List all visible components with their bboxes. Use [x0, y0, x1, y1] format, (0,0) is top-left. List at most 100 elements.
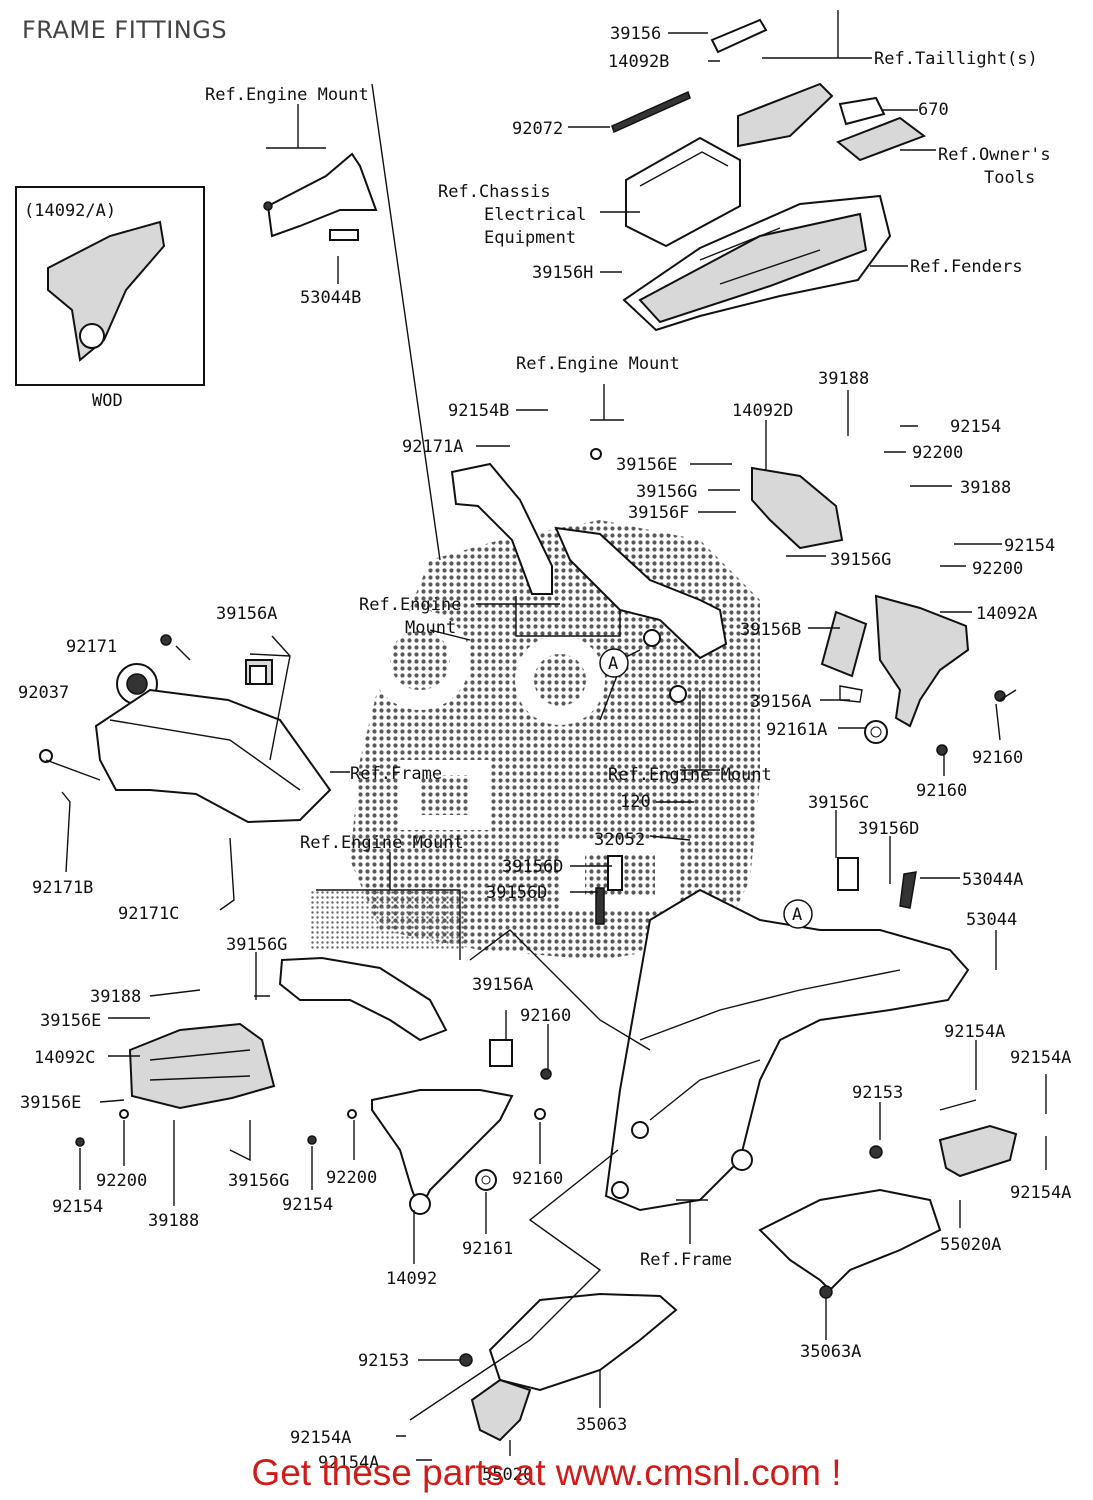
ref-engine-mount-center: Ref.Engine Mount: [516, 354, 680, 374]
part-label: 39156F: [628, 503, 689, 523]
part-label: 39156A: [750, 692, 811, 712]
fasteners: [39, 448, 1006, 1367]
part-label: 32052: [594, 830, 645, 850]
part-label: 14092B: [608, 52, 669, 72]
part-label: 92154: [950, 417, 1001, 437]
part-label: 92200: [972, 559, 1023, 579]
part-label: 92037: [18, 683, 69, 703]
part-label: 53044: [966, 910, 1017, 930]
ref-chassis-electrical-1: Ref.Chassis: [438, 182, 551, 202]
callout-a-label: A: [792, 905, 802, 925]
part-label: 92154B: [448, 401, 509, 421]
part-label: 92154A: [1010, 1183, 1071, 1203]
page-title: FRAME FITTINGS: [22, 16, 228, 44]
ref-chassis-electrical-2: Electrical: [484, 205, 586, 225]
part-label: 39156H: [532, 263, 593, 283]
ref-fenders: Ref.Fenders: [910, 257, 1023, 277]
part-label: 92160: [520, 1006, 571, 1026]
part-label: 92072: [512, 119, 563, 139]
part-label: 39156B: [740, 620, 801, 640]
watermark-logo: [310, 520, 760, 960]
part-label: 92160: [972, 748, 1023, 768]
part-label: 92160: [916, 781, 967, 801]
inset-caption: WOD: [92, 391, 123, 411]
part-label: 92171: [66, 637, 117, 657]
ref-frame-lower: Ref.Frame: [640, 1250, 732, 1270]
part-label: 92154A: [944, 1022, 1005, 1042]
part-label: 92154A: [290, 1428, 351, 1448]
engine-mount-plates-center: [450, 462, 970, 728]
part-label: 39156D: [502, 857, 563, 877]
part-label: 53044A: [962, 870, 1023, 890]
part-label: 39156G: [226, 935, 287, 955]
part-label: 35063: [576, 1415, 627, 1435]
leader-lines: [45, 10, 1047, 1461]
part-label: 92171C: [118, 904, 179, 924]
part-label: 39156A: [472, 975, 533, 995]
ref-taillights: Ref.Taillight(s): [874, 49, 1038, 69]
part-label: 39188: [90, 987, 141, 1007]
ref-engine-mount-lower: Ref.Engine Mount: [300, 833, 464, 853]
ref-owners-tools-2: Tools: [984, 168, 1035, 188]
part-label: 39156D: [858, 819, 919, 839]
part-label: 92161: [462, 1239, 513, 1259]
ref-engine-mount-split-1: Ref.Engine: [359, 595, 461, 615]
part-label: 670: [918, 100, 949, 120]
part-label: 39188: [818, 369, 869, 389]
part-label: 14092A: [976, 604, 1037, 624]
engine-mount-bracket-top: [263, 152, 378, 241]
part-number-labels: 39156 14092B 92072 670 53044B 39156H 921…: [18, 24, 1071, 1485]
left-frame-cover: [128, 956, 448, 1110]
part-label: 14092C: [34, 1048, 95, 1068]
inset-wod-box: (14092/A) WOD: [15, 186, 205, 411]
ref-engine-mount-split-2: Mount: [405, 618, 456, 638]
part-label: 39188: [148, 1211, 199, 1231]
part-label: 55020A: [940, 1235, 1001, 1255]
part-label: 92154: [52, 1197, 103, 1217]
part-label: 92160: [512, 1169, 563, 1189]
part-label: 92154: [1004, 536, 1055, 556]
part-label: 39156A: [216, 604, 277, 624]
part-label: 39156E: [616, 455, 677, 475]
part-label: 92171B: [32, 878, 93, 898]
ref-engine-mount-top: Ref.Engine Mount: [205, 85, 369, 105]
callout-a-upper: A: [599, 648, 629, 678]
footrest-bracket-right: [758, 1124, 1018, 1299]
part-label: 92200: [326, 1168, 377, 1188]
left-mount-housing: [94, 659, 332, 824]
callout-a-label: A: [608, 654, 618, 674]
ref-owners-tools-1: Ref.Owner's: [938, 145, 1051, 165]
part-label: 92154A: [318, 1453, 379, 1473]
part-label: 39156G: [636, 482, 697, 502]
part-label: 14092: [386, 1269, 437, 1289]
ref-chassis-electrical-3: Equipment: [484, 228, 576, 248]
part-label: 92200: [96, 1171, 147, 1191]
part-label: 92154: [282, 1195, 333, 1215]
promo-link-text[interactable]: Get these parts at www.cmsnl.com !: [251, 1452, 842, 1493]
part-label: 92153: [852, 1083, 903, 1103]
part-label: 92200: [912, 443, 963, 463]
part-label: 35063A: [800, 1342, 861, 1362]
part-label: 92171A: [402, 437, 463, 457]
part-label: 120: [620, 792, 651, 812]
footrest-bracket-left: [470, 1292, 678, 1442]
part-label: 14092D: [732, 401, 793, 421]
ref-frame: Ref.Frame: [350, 764, 442, 784]
part-label: 39156E: [20, 1093, 81, 1113]
part-label: 39156G: [830, 550, 891, 570]
part-label: 39156D: [486, 883, 547, 903]
rear-fender-assembly: [611, 18, 927, 332]
part-label: 92161A: [766, 720, 827, 740]
ref-engine-mount-right: Ref.Engine Mount: [608, 765, 772, 785]
part-label: 39156E: [40, 1011, 101, 1031]
part-label: 55020: [482, 1465, 533, 1485]
part-label: 92153: [358, 1351, 409, 1371]
part-label: 39156: [610, 24, 661, 44]
part-label: 53044B: [300, 288, 361, 308]
main-frame: [604, 888, 970, 1212]
inset-part-number: (14092/A): [24, 201, 116, 221]
part-label: 92154A: [1010, 1048, 1071, 1068]
part-label: 39156G: [228, 1171, 289, 1191]
callout-a-lower: A: [783, 899, 813, 929]
